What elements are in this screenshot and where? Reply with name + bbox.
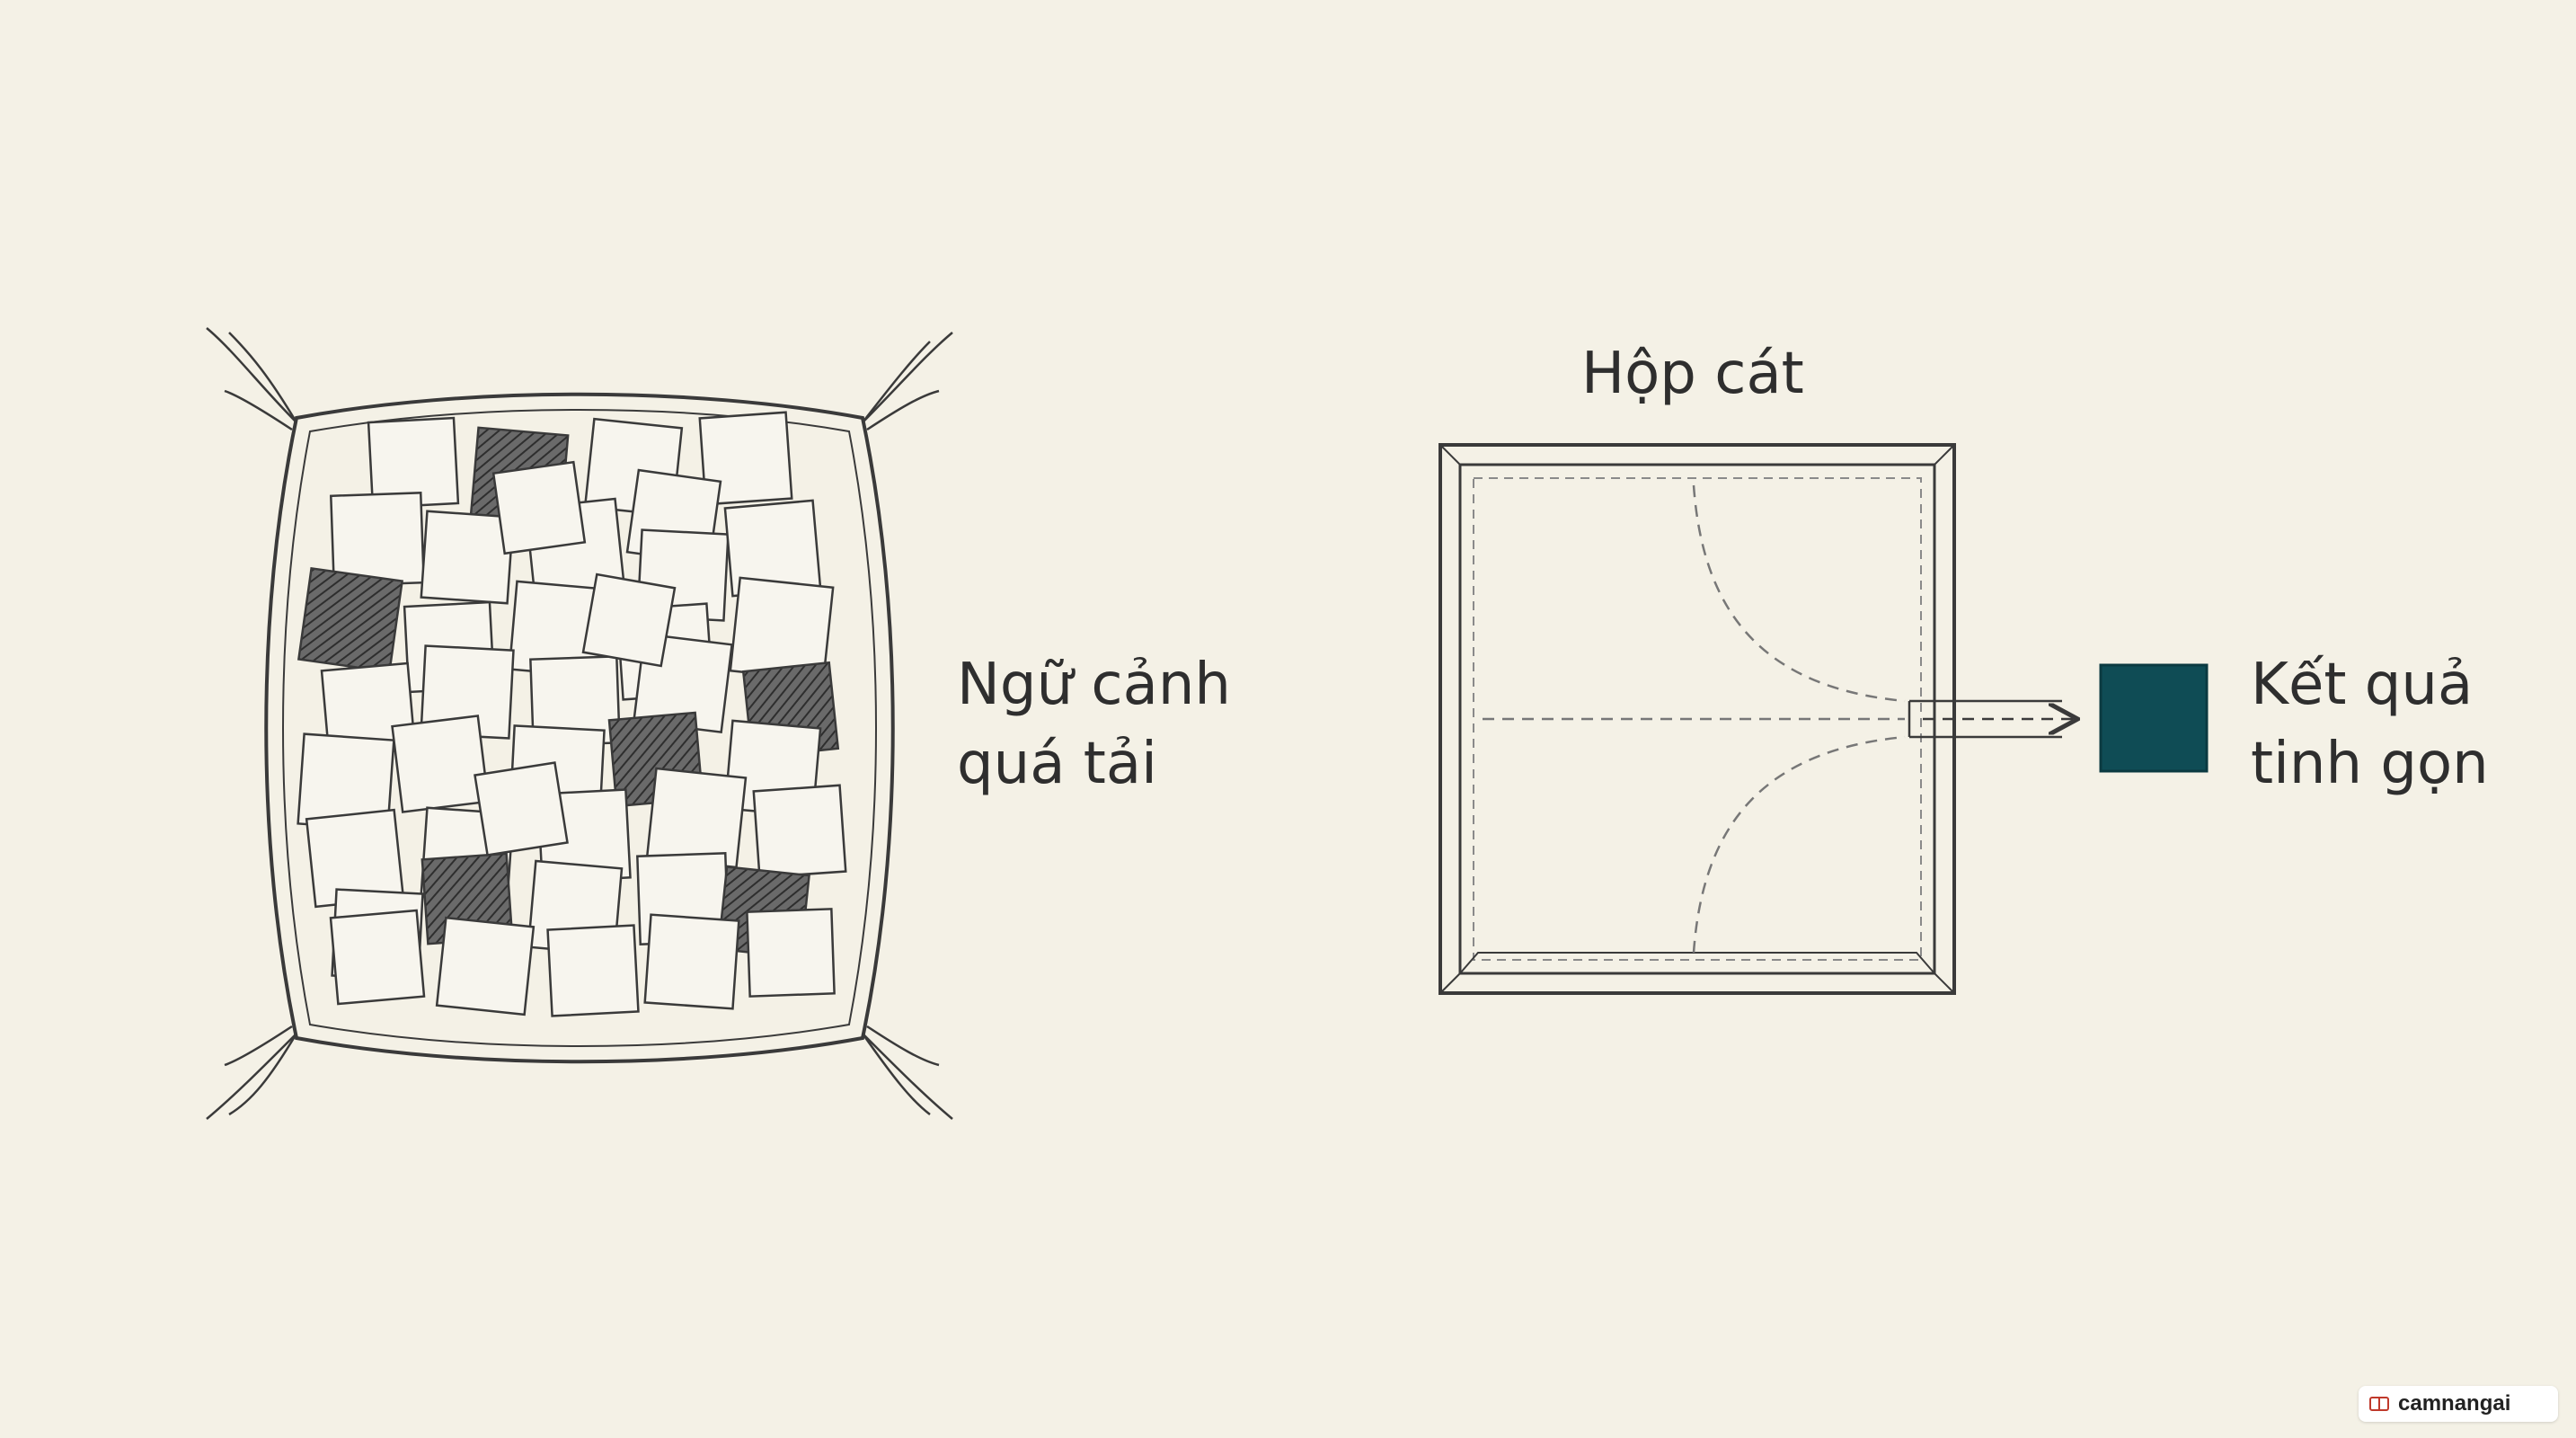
overloaded-context-label-line2: quá tải xyxy=(957,731,1157,797)
sandbox-flow-lines xyxy=(1483,484,1906,954)
sandbox-box xyxy=(1438,443,2076,995)
refined-result-label: Kết quả tinh gọn xyxy=(2251,645,2489,803)
book-icon xyxy=(2369,1397,2389,1411)
context-cards xyxy=(297,411,847,1017)
sandbox-floor-ledge xyxy=(1459,952,1935,974)
sandbox-frame-outer xyxy=(1438,443,1956,995)
context-card xyxy=(643,913,740,1010)
bag-outline-outer xyxy=(264,392,895,1064)
bag-corner-strain-lines xyxy=(206,327,953,1120)
context-card xyxy=(391,715,490,813)
sandbox-frame-dashed xyxy=(1473,477,1922,961)
context-card xyxy=(698,411,793,506)
refined-result-square xyxy=(2099,663,2209,773)
context-card-hatched xyxy=(297,566,404,674)
context-card xyxy=(329,491,426,588)
refined-result-label-line2: tinh gọn xyxy=(2251,731,2489,797)
context-card xyxy=(645,767,748,869)
context-card xyxy=(420,510,515,605)
watermark-text: camnangai xyxy=(2398,1391,2511,1416)
context-card xyxy=(435,916,536,1016)
sandbox-bevel-lines xyxy=(1439,444,1955,994)
context-card xyxy=(329,909,426,1006)
bag-outline-inner xyxy=(282,409,877,1047)
context-card xyxy=(546,924,640,1017)
overloaded-context-label: Ngữ cảnh quá tải xyxy=(957,645,1231,803)
context-card xyxy=(581,573,677,668)
refined-result-label-line1: Kết quả xyxy=(2251,652,2474,718)
context-card xyxy=(752,784,847,879)
context-card xyxy=(746,908,836,998)
output-channel xyxy=(1908,699,2076,739)
watermark-badge: camnangai xyxy=(2359,1386,2558,1422)
overloaded-context-label-line1: Ngữ cảnh xyxy=(957,652,1231,718)
sandbox-label: Hộp cát xyxy=(1581,341,1804,407)
overloaded-context-bag xyxy=(206,327,953,1120)
context-card xyxy=(474,761,569,857)
context-card xyxy=(491,460,587,555)
